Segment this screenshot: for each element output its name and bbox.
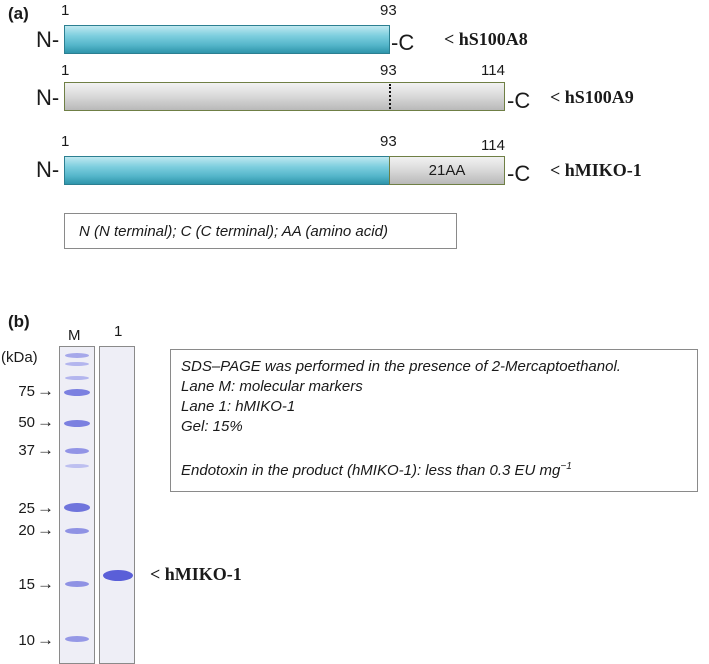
hs100a8-bar — [64, 25, 390, 54]
lane-1-label: 1 — [114, 323, 122, 340]
hs100a9-bar — [64, 82, 505, 111]
row3-pos-end: 114 — [481, 137, 505, 154]
row3-pos-mid: 93 — [380, 133, 397, 150]
info-endotoxin-unit-exponent: −1 — [560, 461, 571, 472]
panel-a-label: (a) — [8, 4, 29, 24]
mw-label-37: 37 — [5, 442, 35, 459]
row1-pos-mid: 93 — [380, 2, 397, 19]
mw-arrow-10: → — [37, 630, 54, 650]
mw-label-25: 25 — [5, 500, 35, 517]
info-line-conditions: SDS–PAGE was performed in the presence o… — [181, 357, 687, 377]
marker-band-50 — [64, 420, 90, 427]
gel-lane-m — [59, 346, 95, 664]
row2-n-terminal: N- — [36, 85, 59, 111]
row3-n-terminal: N- — [36, 157, 59, 183]
row1-c-terminal: -C — [391, 30, 414, 56]
mw-label-15: 15 — [5, 576, 35, 593]
row3-c-terminal: -C — [507, 161, 530, 187]
mw-label-20: 20 — [5, 522, 35, 539]
mw-label-50: 50 — [5, 414, 35, 431]
info-line-lane-m: Lane M: molecular markers — [181, 377, 687, 397]
hmiko1-segment-label: 21AA — [389, 162, 505, 179]
marker-band-20 — [65, 528, 89, 534]
marker-band — [65, 376, 89, 380]
panel-b-label: (b) — [8, 312, 30, 332]
info-line-gel: Gel: 15% — [181, 417, 687, 437]
band-label-hmiko1: < hMIKO-1 — [150, 564, 242, 585]
mw-arrow-37: → — [37, 440, 54, 460]
sds-page-info-box: SDS–PAGE was performed in the presence o… — [170, 349, 698, 492]
marker-band-15 — [65, 581, 89, 587]
hmiko1-s100a8-segment — [64, 156, 390, 185]
abbreviation-legend-text: N (N terminal); C (C terminal); AA (amin… — [79, 223, 388, 240]
row2-protein-name: < hS100A9 — [550, 87, 634, 108]
marker-band — [65, 353, 89, 358]
marker-band-10 — [65, 636, 89, 642]
info-endotoxin-text: Endotoxin in the product (hMIKO-1): less… — [181, 462, 560, 479]
row2-pos-start: 1 — [61, 62, 69, 79]
mw-arrow-20: → — [37, 520, 54, 540]
row2-pos-end: 114 — [481, 62, 505, 79]
mw-arrow-75: → — [37, 381, 54, 401]
mw-label-10: 10 — [5, 632, 35, 649]
hmiko1-band — [103, 570, 133, 581]
marker-band-25 — [64, 503, 90, 512]
mw-arrow-25: → — [37, 498, 54, 518]
marker-band — [65, 362, 89, 366]
row1-protein-name: < hS100A8 — [444, 29, 528, 50]
abbreviation-legend: N (N terminal); C (C terminal); AA (amin… — [64, 213, 457, 249]
marker-band-75 — [64, 389, 90, 396]
hs100a9-position-93-marker — [389, 84, 391, 109]
row3-protein-name: < hMIKO-1 — [550, 160, 642, 181]
kda-unit-label: (kDa) — [1, 349, 38, 366]
row2-pos-mid: 93 — [380, 62, 397, 79]
info-line-endotoxin: Endotoxin in the product (hMIKO-1): less… — [181, 457, 687, 481]
mw-arrow-15: → — [37, 574, 54, 594]
info-line-lane-1: Lane 1: hMIKO-1 — [181, 397, 687, 417]
row3-pos-start: 1 — [61, 133, 69, 150]
mw-arrow-50: → — [37, 412, 54, 432]
marker-band-37 — [65, 448, 89, 454]
marker-band — [65, 464, 89, 468]
row1-pos-start: 1 — [61, 2, 69, 19]
mw-label-75: 75 — [5, 383, 35, 400]
lane-m-label: M — [68, 327, 81, 344]
row2-c-terminal: -C — [507, 88, 530, 114]
gel-lane-1 — [99, 346, 135, 664]
row1-n-terminal: N- — [36, 27, 59, 53]
